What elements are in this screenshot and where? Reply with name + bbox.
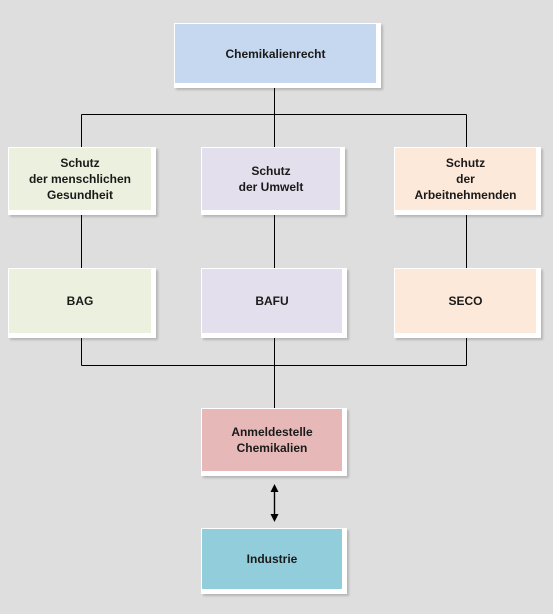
node-protection-health: Schutz der menschlichen Gesundheit — [8, 147, 156, 215]
node-chemikalienrecht-label: Chemikalienrecht — [225, 46, 326, 61]
node-protection-workers-label: Schutz der Arbeitnehmenden — [414, 156, 517, 202]
node-industrie-label: Industrie — [246, 552, 298, 566]
node-protection-environment: Schutz der Umwelt — [201, 147, 345, 215]
node-agency-bafu-label: BAFU — [255, 294, 289, 308]
node-agency-bafu: BAFU — [201, 268, 347, 338]
node-anmeldestelle: Anmeldestelle Chemikalien — [201, 408, 347, 476]
node-agency-seco: SECO — [394, 268, 541, 338]
node-anmeldestelle-label: Anmeldestelle Chemikalien — [231, 425, 313, 455]
node-protection-environment-label: Schutz der Umwelt — [238, 164, 304, 194]
node-agency-bag: BAG — [8, 268, 156, 338]
node-chemikalienrecht: Chemikalienrecht — [174, 23, 381, 88]
node-industrie: Industrie — [201, 528, 347, 594]
node-agency-bag-label: BAG — [66, 294, 94, 308]
node-protection-workers: Schutz der Arbeitnehmenden — [394, 147, 541, 215]
node-agency-seco-label: SECO — [448, 294, 483, 308]
double-arrow-icon — [270, 484, 279, 522]
node-protection-health-label: Schutz der menschlichen Gesundheit — [28, 156, 132, 202]
